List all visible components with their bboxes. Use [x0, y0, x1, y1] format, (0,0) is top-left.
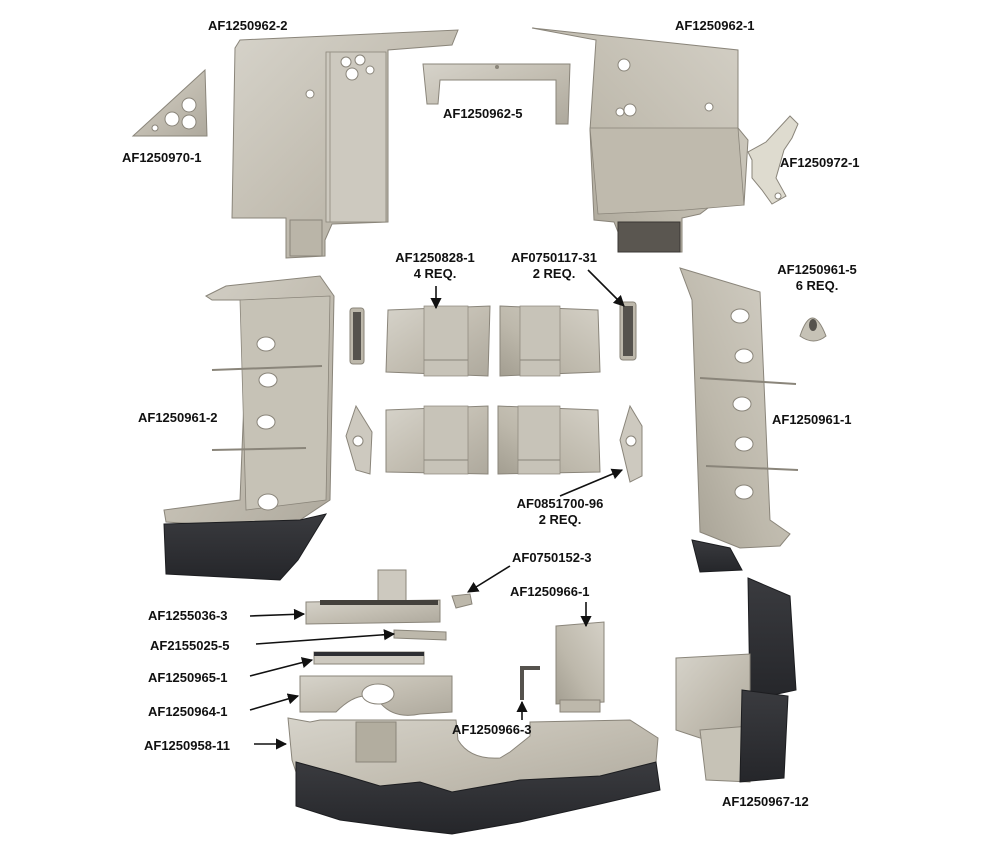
part-af1250966-3-rod	[520, 666, 540, 700]
label-af1250828-1-qty: 4 REQ.	[413, 266, 457, 281]
label-af1250961-2: AF1250961-2	[138, 410, 218, 425]
part-small-plate-left-lower	[345, 404, 373, 475]
part-af1255036-3-channel	[305, 569, 441, 625]
label-af0851700-96-part: AF0851700-96	[516, 496, 604, 511]
arrow-af1250965-1	[249, 657, 314, 677]
part-af0750152-3-clip	[451, 593, 473, 609]
arrow-af1250964-1	[249, 693, 300, 711]
arrow-af0851700-96	[559, 468, 624, 497]
label-af0750117-31-qty: 2 REQ.	[532, 266, 576, 281]
label-af1250972-1: AF1250972-1	[780, 155, 860, 170]
label-af0750117-31: AF0750117-31 2 REQ.	[496, 250, 612, 282]
label-af1250962-2: AF1250962-2	[208, 18, 288, 33]
part-af1250962-1-panel	[531, 27, 749, 253]
label-af1250966-3: AF1250966-3	[452, 722, 532, 737]
part-af1250972-1-bracket	[747, 115, 799, 205]
part-af1250961-5-gusset	[799, 317, 827, 342]
part-af1250828-1-tray-lower-left	[385, 405, 489, 475]
label-af1250961-1: AF1250961-1	[772, 412, 852, 427]
label-af1255036-3: AF1255036-3	[148, 608, 228, 623]
part-af1250962-5-strip	[422, 63, 571, 125]
leader-arrows	[249, 269, 625, 750]
label-af0750152-3: AF0750152-3	[512, 550, 592, 565]
part-af1250964-1-plate	[299, 675, 453, 716]
part-af1250828-1-tray-upper-left	[385, 305, 491, 377]
label-af1250964-1: AF1250964-1	[148, 704, 228, 719]
part-af1250961-1-right-panel	[679, 267, 799, 573]
part-af1250966-1-bracket	[555, 621, 605, 713]
part-af1250962-2-panel	[231, 29, 459, 259]
part-af1250961-2-left-panel	[163, 275, 335, 581]
label-af1250962-5: AF1250962-5	[443, 106, 523, 121]
part-af1250828-1-tray-upper-right	[499, 305, 601, 377]
label-af1250961-5-part: AF1250961-5	[777, 262, 857, 277]
label-af2155025-5: AF2155025-5	[150, 638, 230, 653]
part-af1250967-12-assembly	[675, 577, 797, 783]
label-af1250961-5: AF1250961-5 6 REQ.	[762, 262, 872, 294]
label-af1250828-1: AF1250828-1 4 REQ.	[380, 250, 490, 282]
part-small-bracket-left-upper	[349, 307, 365, 365]
part-af1250970-1-triangle-bracket	[131, 68, 208, 137]
label-af1250962-1: AF1250962-1	[675, 18, 755, 33]
label-af0851700-96-qty: 2 REQ.	[538, 512, 582, 527]
part-af2155025-5-angle	[393, 629, 447, 641]
label-af1250966-1: AF1250966-1	[510, 584, 590, 599]
part-af1250965-1-strip	[313, 651, 425, 665]
label-af1250970-1: AF1250970-1	[122, 150, 202, 165]
arrow-af1255036-3	[249, 608, 306, 620]
label-af1250961-5-qty: 6 REQ.	[795, 278, 839, 293]
part-af0851700-96-plate	[619, 404, 643, 483]
label-af0851700-96: AF0851700-96 2 REQ.	[502, 496, 618, 528]
label-af1250965-1: AF1250965-1	[148, 670, 228, 685]
label-af1250828-1-part: AF1250828-1	[395, 250, 475, 265]
arrow-af0750152-3	[467, 565, 511, 593]
label-af0750117-31-part: AF0750117-31	[510, 250, 597, 265]
arrow-af2155025-5	[255, 629, 396, 645]
arrow-af0750117-31	[587, 269, 625, 307]
label-af1250967-12: AF1250967-12	[722, 794, 809, 809]
label-af1250958-11: AF1250958-11	[144, 738, 231, 753]
part-af0750117-31-bracket-upper-right	[619, 301, 637, 361]
part-af1250958-11-lower-pan	[287, 717, 661, 835]
part-af1250828-1-tray-lower-right	[497, 405, 601, 475]
